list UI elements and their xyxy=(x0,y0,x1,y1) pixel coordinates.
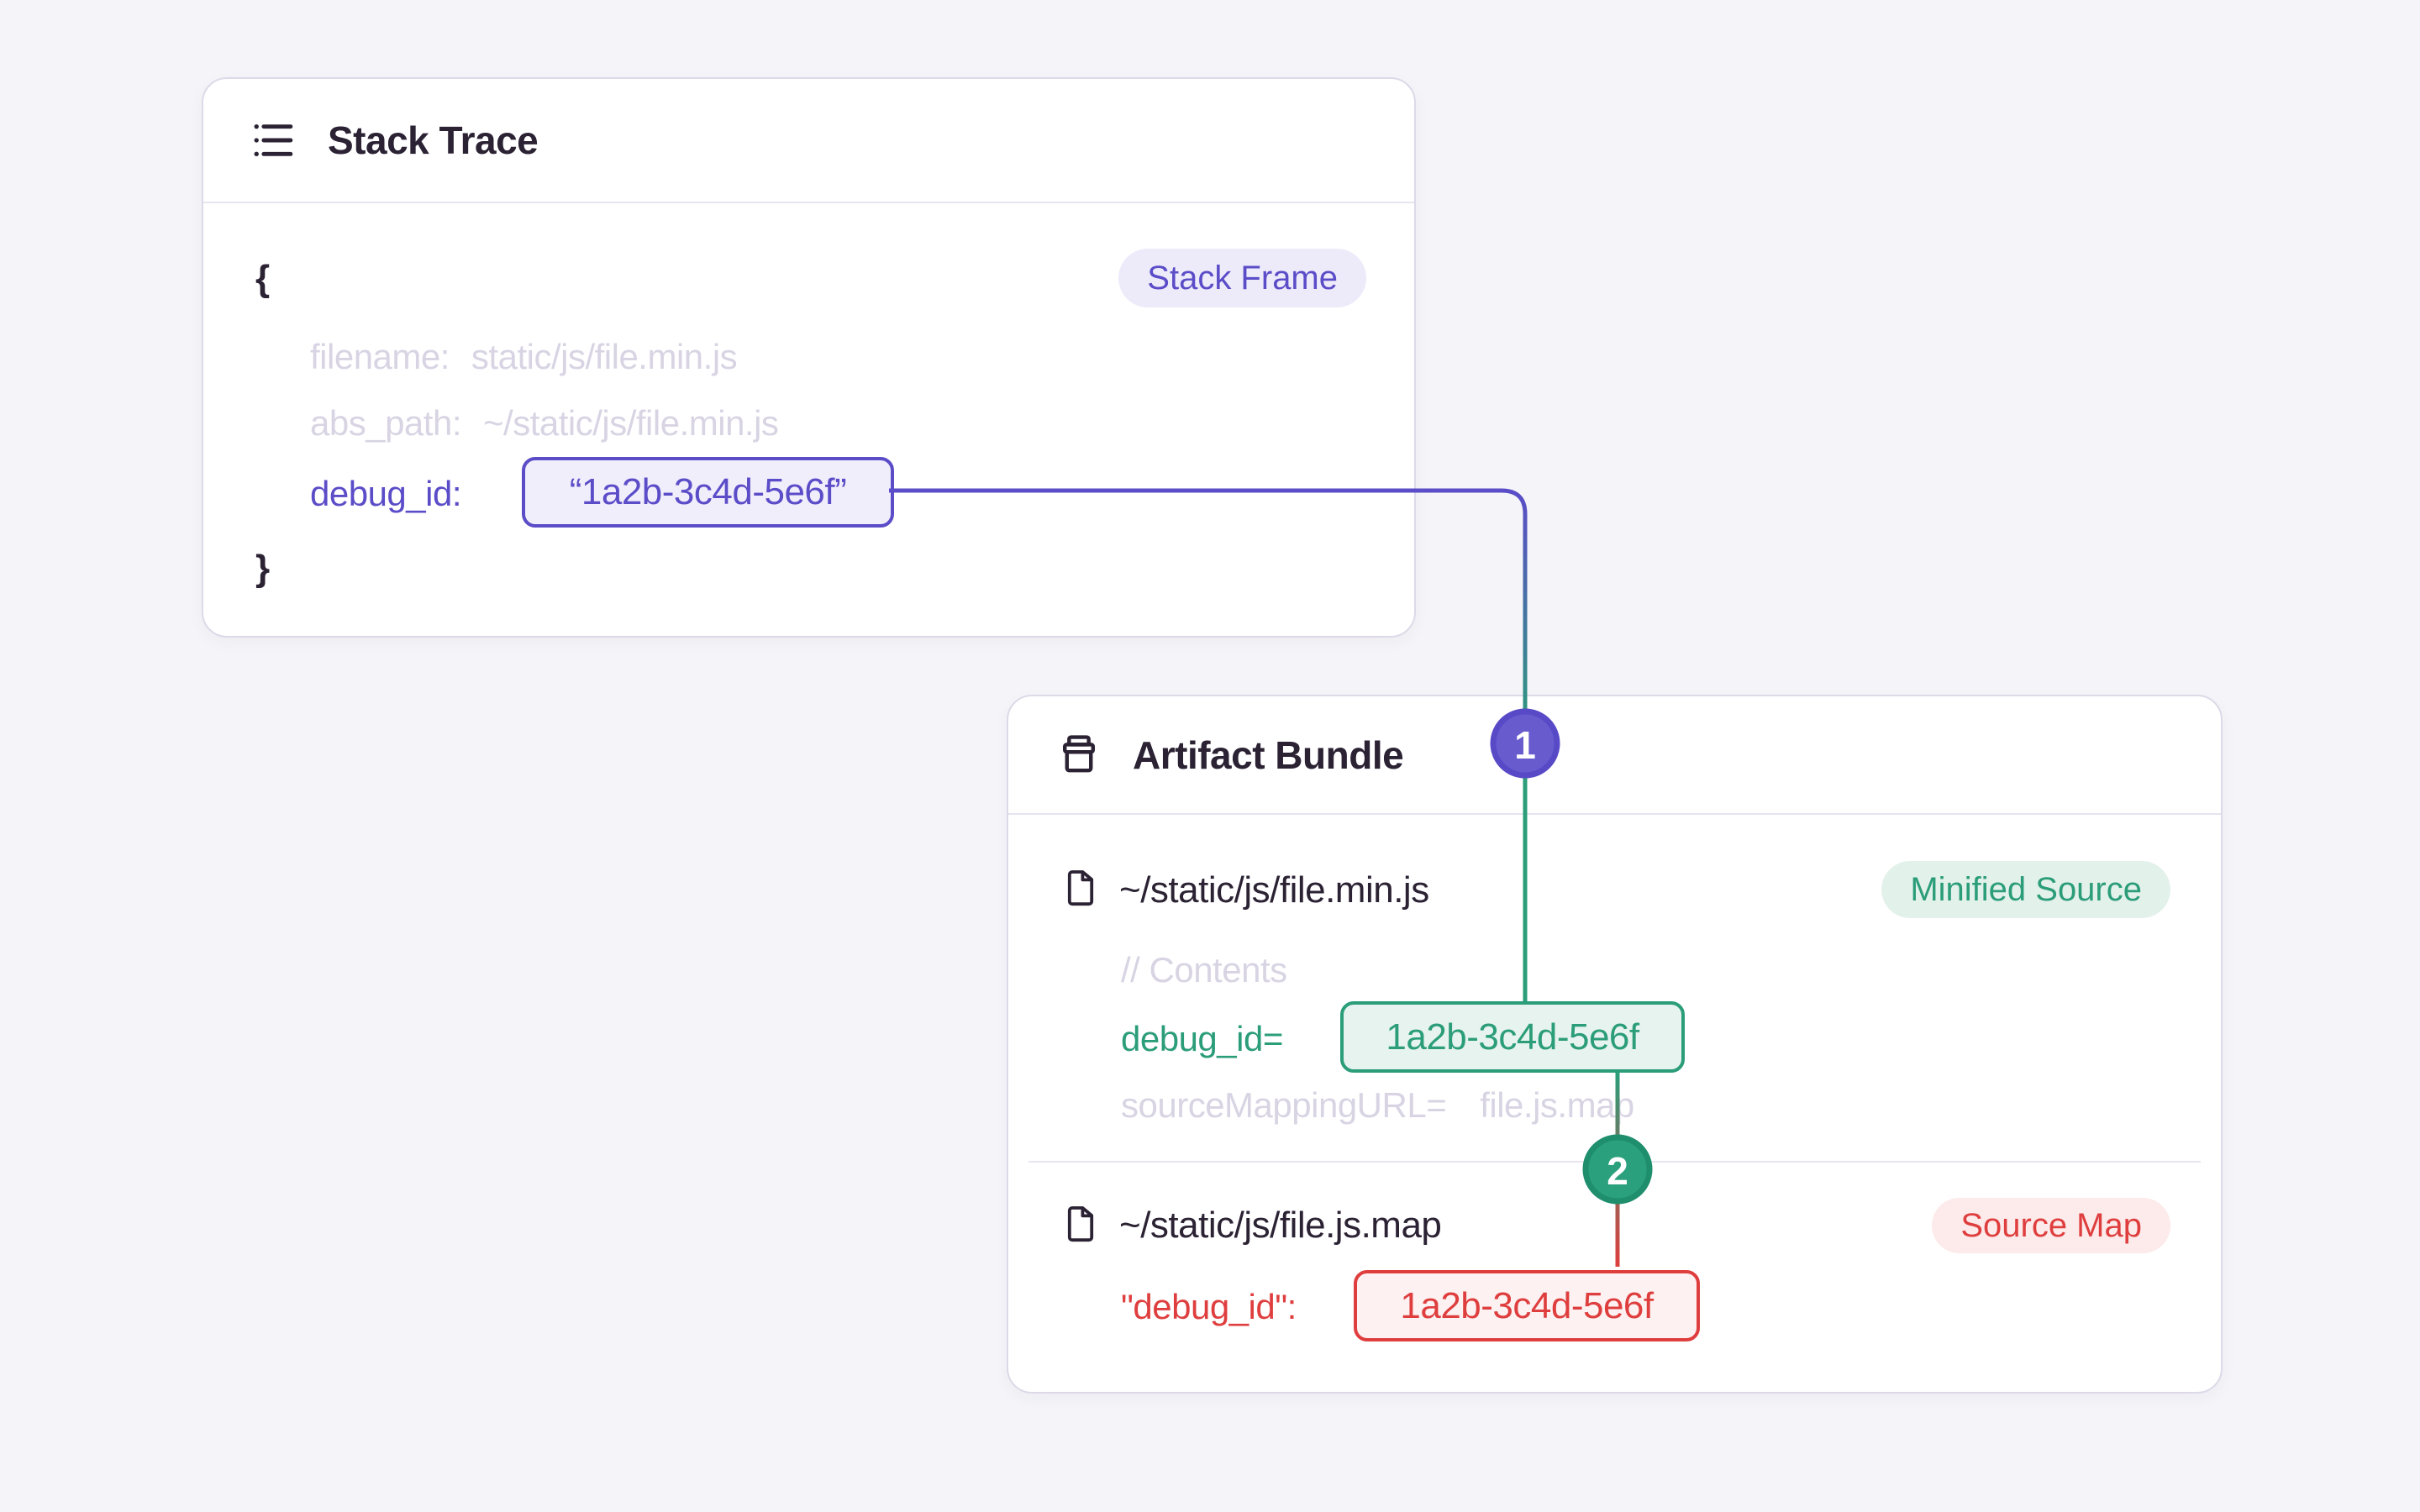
close-brace: } xyxy=(255,548,271,589)
source-mapping-key: sourceMappingURL= xyxy=(1121,1085,1447,1125)
debug-id-value: “1a2b-3c4d-5e6f” xyxy=(569,471,847,512)
debug-id-value-box: “1a2b-3c4d-5e6f” xyxy=(522,457,894,528)
row-divider xyxy=(1028,1161,2201,1163)
open-brace: { xyxy=(255,258,271,299)
debug-id-key: debug_id: xyxy=(310,474,462,513)
stack-trace-title: Stack Trace xyxy=(328,118,539,162)
contents-comment: // Contents xyxy=(1121,950,1287,990)
filename-row: filename: static/js/file.min.js xyxy=(310,337,738,376)
archive-icon xyxy=(1062,734,1096,772)
stack-frame-badge-label: Stack Frame xyxy=(1147,259,1338,297)
stack-frame-badge: Stack Frame xyxy=(1118,249,1366,307)
sourcemap-debug-id-key: "debug_id": xyxy=(1121,1287,1297,1326)
file-icon xyxy=(1067,1206,1094,1242)
abs-path-value: ~/static/js/file.min.js xyxy=(483,403,779,443)
source-mapping-value: file.js.map xyxy=(1480,1085,1634,1125)
minified-debug-id-key: debug_id= xyxy=(1121,1019,1283,1058)
stack-trace-header: Stack Trace xyxy=(203,79,1414,203)
abs-path-key: abs_path: xyxy=(310,403,462,443)
file-icon xyxy=(1067,870,1094,906)
artifact-bundle-header: Artifact Bundle xyxy=(1008,696,2221,815)
source-map-badge: Source Map xyxy=(1932,1198,2170,1253)
abs-path-row: abs_path: ~/static/js/file.min.js xyxy=(310,403,779,443)
minified-file-path: ~/static/js/file.min.js xyxy=(1119,869,1429,911)
sourcemap-file-path: ~/static/js/file.js.map xyxy=(1119,1205,1442,1246)
minified-source-badge: Minified Source xyxy=(1881,861,2170,918)
source-mapping-row: sourceMappingURL= file.js.map xyxy=(1121,1085,1634,1125)
artifact-bundle-card: Artifact Bundle ~/static/js/file.min.js … xyxy=(1007,695,2223,1394)
minified-debug-id-value-box: 1a2b-3c4d-5e6f xyxy=(1340,1001,1685,1073)
list-icon xyxy=(254,123,293,157)
artifact-bundle-title: Artifact Bundle xyxy=(1133,732,1404,777)
minified-debug-id-value: 1a2b-3c4d-5e6f xyxy=(1386,1016,1639,1058)
filename-value: static/js/file.min.js xyxy=(471,337,738,376)
stack-trace-card: Stack Trace { Stack Frame filename: stat… xyxy=(202,77,1416,638)
source-map-badge-label: Source Map xyxy=(1960,1206,2142,1244)
filename-key: filename: xyxy=(310,337,450,376)
sourcemap-debug-id-value: 1a2b-3c4d-5e6f xyxy=(1400,1284,1654,1326)
minified-source-badge-label: Minified Source xyxy=(1910,870,2142,908)
sourcemap-debug-id-value-box: 1a2b-3c4d-5e6f xyxy=(1354,1270,1700,1341)
